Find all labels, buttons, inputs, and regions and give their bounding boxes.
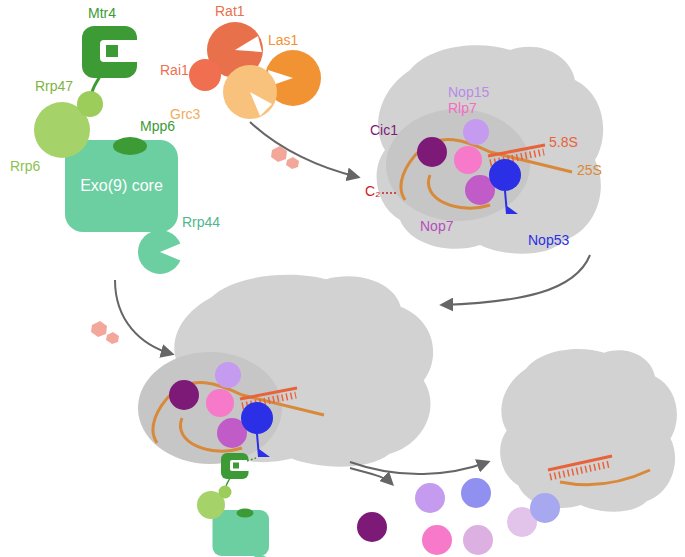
protein-name: Rrp47	[35, 78, 73, 94]
protein-name: Rat1	[215, 3, 245, 19]
protein-name: Las1	[268, 32, 298, 48]
protein-name: Rai1	[160, 62, 189, 78]
protein-name: Rrp6	[10, 158, 40, 174]
protein-name: Nop15	[448, 84, 489, 100]
protein-name: Mtr4	[88, 5, 116, 21]
rna-name: 25S	[577, 162, 602, 178]
protein-name: Grc3	[170, 106, 200, 122]
protein-name: Cic1	[370, 122, 398, 138]
protein-name: Rrp44	[182, 214, 220, 230]
complex-core: Exo(9) core	[65, 140, 178, 232]
protein-name: Rlp7	[448, 100, 477, 116]
rna-name: 5.8S	[549, 134, 578, 150]
cleavage-site: C₂	[365, 183, 381, 199]
core-label: Exo(9) core	[80, 177, 163, 195]
protein-name: Mpp6	[140, 118, 175, 134]
protein-name: Nop7	[420, 218, 453, 234]
protein-name: Nop53	[528, 232, 569, 248]
